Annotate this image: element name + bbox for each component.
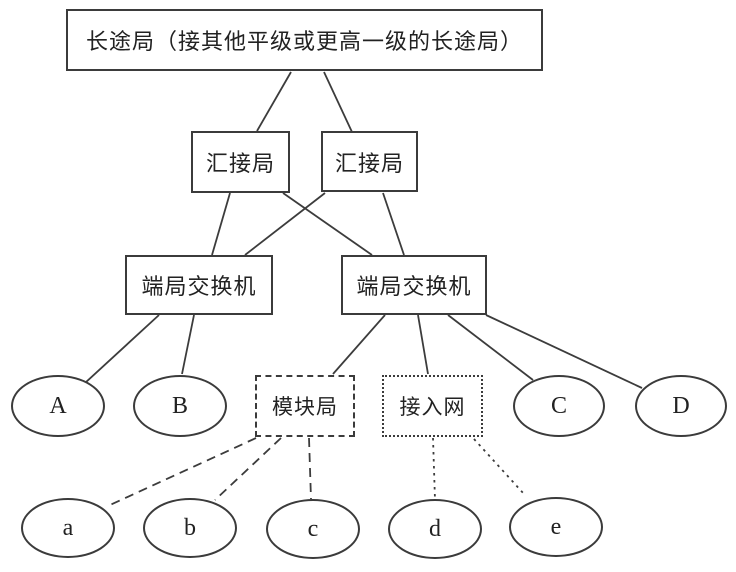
node-subscriber-B: B — [133, 375, 227, 437]
edge-endR-D — [485, 314, 643, 389]
edge-module-c — [308, 437, 312, 500]
node-module-office: 模块局 — [255, 375, 355, 437]
edge-tandemL-endR — [282, 192, 373, 256]
node-subscriber-D: D — [635, 375, 727, 437]
node-end-office-right: 端局交换机 — [341, 255, 487, 315]
edge-access-d — [432, 437, 436, 501]
node-end-office-left: 端局交换机 — [125, 255, 273, 315]
node-subscriber-A: A — [11, 375, 105, 437]
edge-toll-tandem-left — [256, 71, 292, 132]
node-toll-office: 长途局（接其他平级或更高一级的长途局） — [66, 9, 543, 71]
node-tandem-office-right: 汇接局 — [321, 131, 418, 192]
edge-endR-module — [332, 314, 386, 375]
node-subscriber-a: a — [21, 498, 115, 558]
edge-endR-access — [417, 314, 429, 375]
node-subscriber-c: c — [266, 499, 360, 559]
node-access-network: 接入网 — [382, 375, 483, 437]
edge-module-a — [109, 437, 257, 506]
node-subscriber-e: e — [509, 497, 603, 557]
edge-toll-tandem-right — [323, 71, 353, 133]
edge-tandemL-endL — [211, 192, 231, 256]
node-subscriber-d: d — [388, 499, 482, 559]
edge-access-e — [473, 438, 525, 495]
edge-tandemR-endL — [244, 192, 326, 256]
edge-endR-C — [447, 314, 534, 381]
node-tandem-office-left: 汇接局 — [191, 131, 290, 193]
edge-endL-A — [84, 314, 160, 384]
edge-endL-B — [181, 314, 195, 375]
edge-tandemR-endR — [382, 192, 405, 256]
edge-module-b — [214, 437, 282, 501]
node-subscriber-b: b — [143, 498, 237, 558]
node-subscriber-C: C — [513, 375, 605, 437]
